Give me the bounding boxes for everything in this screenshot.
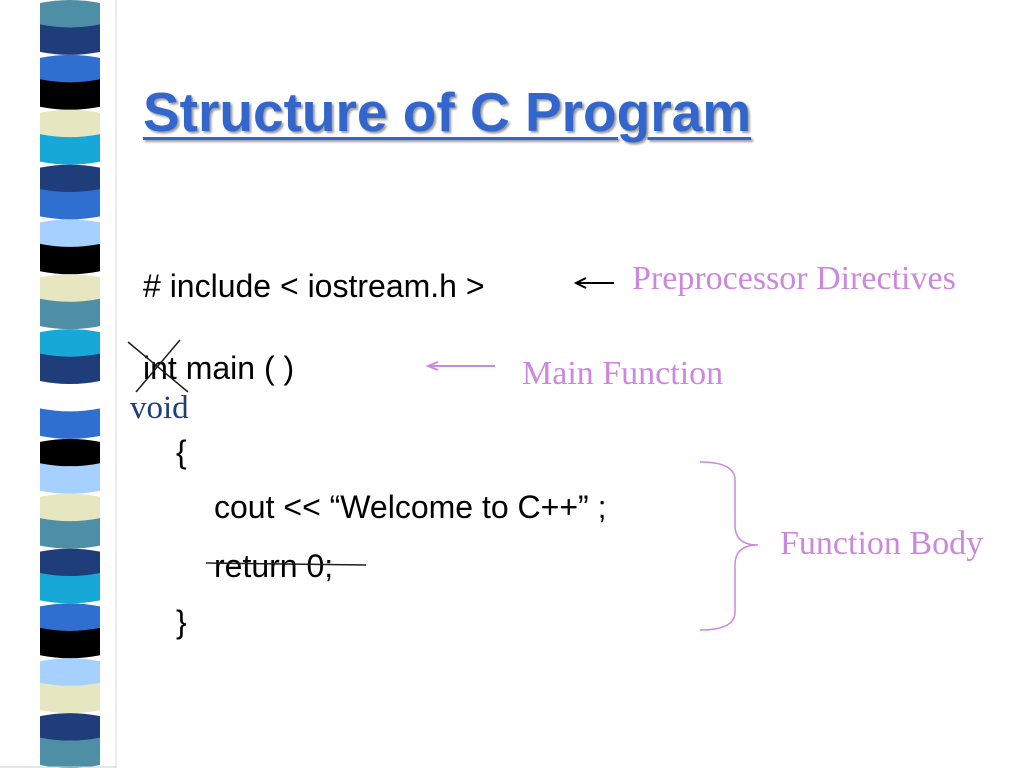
cross-out-icon bbox=[127, 339, 189, 393]
stripe-segment bbox=[40, 54, 100, 86]
return-line: return 0; bbox=[214, 548, 334, 584]
stripe-segment bbox=[40, 682, 100, 714]
stripe-segment bbox=[40, 329, 100, 360]
stripe-segment bbox=[40, 134, 100, 165]
stripe-segment bbox=[40, 384, 100, 415]
stripe-segment bbox=[40, 573, 100, 604]
stripe-segment bbox=[40, 243, 100, 275]
stripe-segment bbox=[40, 0, 100, 31]
stripe-segment bbox=[40, 189, 100, 220]
main-line: int main ( ) bbox=[143, 350, 295, 386]
close-brace: } bbox=[176, 604, 187, 640]
main-function-arrow-icon bbox=[425, 361, 495, 371]
stripe-segment bbox=[40, 164, 100, 195]
decorative-stripe-bar bbox=[0, 0, 120, 768]
stripe-segment bbox=[40, 658, 100, 689]
stripe-segment bbox=[40, 24, 100, 55]
stripe-segment bbox=[40, 79, 100, 110]
stripe-segment bbox=[40, 627, 100, 659]
right-curly-brace-icon bbox=[699, 461, 759, 631]
cout-line: cout << “Welcome to C++” ; bbox=[214, 489, 607, 525]
stripe-segment bbox=[40, 219, 100, 250]
stripe-segment bbox=[40, 109, 100, 141]
stripe-segment bbox=[40, 713, 100, 744]
strikethrough-line bbox=[205, 562, 367, 566]
stripe-segment bbox=[40, 548, 100, 579]
void-handwritten: void bbox=[130, 390, 189, 426]
open-brace: { bbox=[176, 434, 187, 470]
preprocessor-arrow-icon bbox=[573, 277, 614, 289]
preprocessor-label: Preprocessor Directives bbox=[632, 260, 956, 297]
function-body-label: Function Body bbox=[780, 525, 984, 562]
stripe-segment bbox=[40, 438, 100, 470]
stripe-segment bbox=[40, 408, 100, 439]
stripe-segment bbox=[40, 274, 100, 305]
stripe-segment bbox=[40, 493, 100, 525]
slide-title: Structure of C Program bbox=[143, 81, 752, 143]
stripe-segment bbox=[40, 737, 100, 768]
stripe-segment bbox=[40, 463, 100, 494]
stripe-segment bbox=[40, 603, 100, 634]
main-function-label: Main Function bbox=[522, 355, 724, 392]
stripe-segment bbox=[40, 353, 100, 384]
include-line: # include < iostream.h > bbox=[143, 268, 485, 304]
stripe-segment bbox=[40, 298, 100, 330]
stripe-segment bbox=[40, 518, 100, 549]
